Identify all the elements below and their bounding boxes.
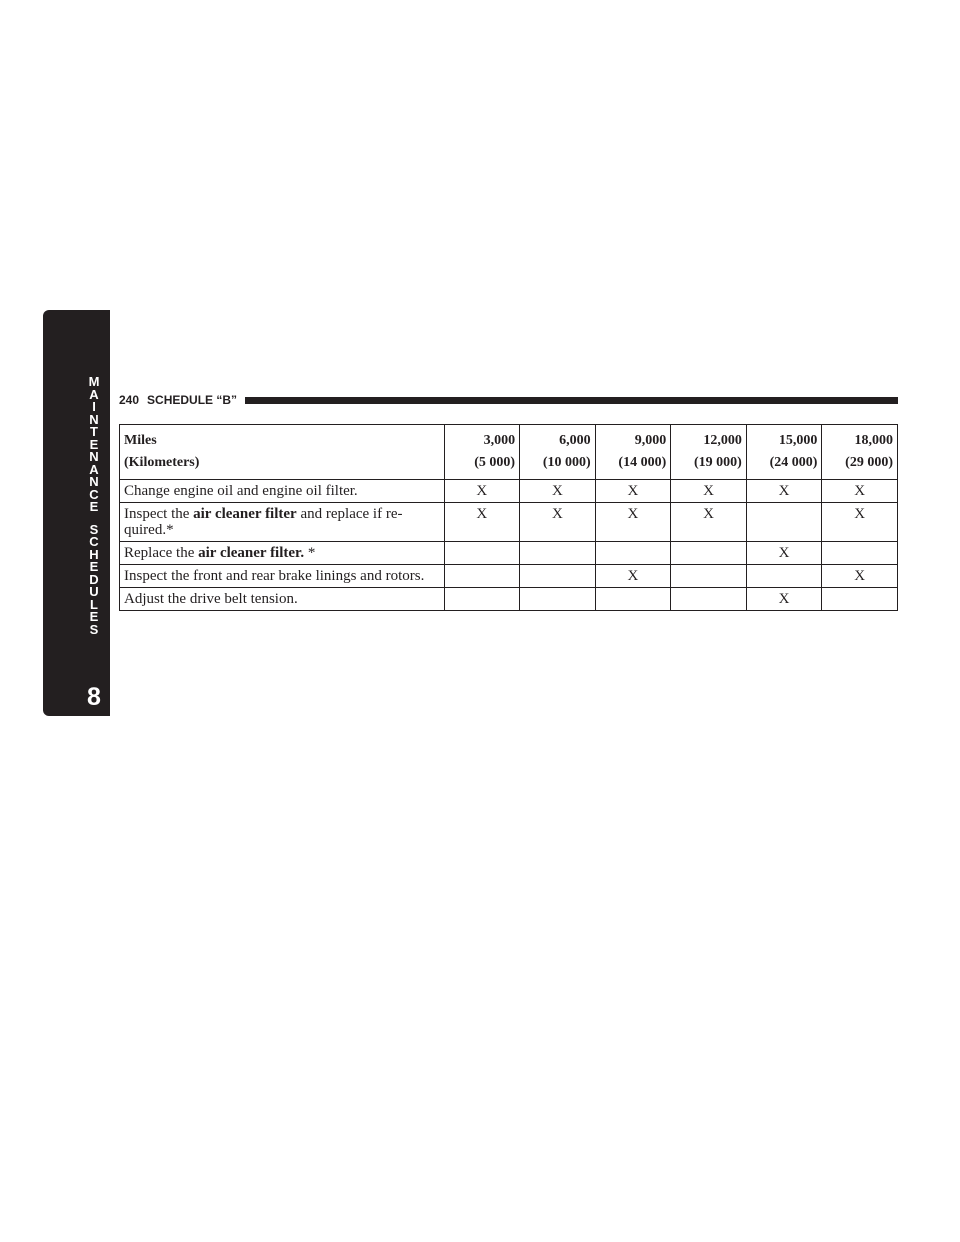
interval-mark: X	[745, 541, 823, 565]
table-row: Change engine oil and engine oil filter.…	[119, 479, 898, 503]
interval-mark: X	[745, 587, 823, 611]
interval-mark: X	[821, 479, 898, 503]
task-text-post: and replace if re-quired.*	[124, 506, 403, 538]
chapter-number: 8	[87, 683, 101, 711]
header-miles-label: Miles	[124, 433, 157, 448]
interval-mark: X	[670, 479, 747, 503]
interval-mark: X	[594, 479, 672, 503]
tab-letter: A	[89, 386, 99, 402]
section-title: SCHEDULE “B”	[147, 393, 238, 407]
interval-header: 12,000 (19 000)	[670, 424, 747, 480]
task-keyword: air cleaner filter.	[198, 545, 305, 561]
table-row: Adjust the drive belt tension. X	[119, 587, 898, 611]
table-header-row: Miles (Kilometers) 3,000 (5 000) 6,000 (…	[119, 424, 898, 480]
interval-header: 9,000 (14 000)	[594, 424, 672, 480]
task-cell: Change engine oil and engine oil filter.	[119, 479, 445, 503]
tab-letter: N	[89, 474, 99, 489]
interval-mark: X	[821, 502, 898, 542]
interval-mark: X	[519, 479, 596, 503]
task-text: Inspect the	[124, 506, 194, 522]
interval-mark	[821, 587, 898, 611]
tab-letter: L	[90, 596, 98, 612]
interval-mark	[670, 541, 747, 565]
table-row: Inspect the air cleaner filter and repla…	[119, 502, 898, 542]
tab-letter: E	[89, 436, 99, 452]
page-number: 240	[119, 393, 140, 407]
interval-mark	[745, 502, 823, 542]
tab-letter: A	[89, 461, 99, 477]
maintenance-schedule-table: Miles (Kilometers) 3,000 (5 000) 6,000 (…	[119, 424, 898, 611]
interval-miles: 6,000	[559, 433, 591, 448]
interval-miles: 12,000	[703, 433, 742, 448]
task-cell: Replace the air cleaner filter. *	[119, 541, 445, 565]
task-cell: Inspect the air cleaner filter and repla…	[119, 502, 445, 542]
tab-letter: U	[89, 584, 99, 599]
interval-mark	[821, 541, 898, 565]
interval-header: 3,000 (5 000)	[443, 424, 521, 480]
interval-mark	[519, 587, 596, 611]
tab-letter: S	[89, 621, 99, 637]
task-text: Adjust the drive belt tension.	[124, 591, 298, 607]
interval-mark	[443, 564, 521, 588]
interval-mark	[519, 564, 596, 588]
interval-mark	[594, 541, 672, 565]
interval-km: (10 000)	[542, 455, 591, 470]
task-cell: Adjust the drive belt tension.	[119, 587, 445, 611]
interval-km: (5 000)	[474, 455, 516, 470]
interval-mark: X	[821, 564, 898, 588]
interval-miles: 3,000	[483, 433, 516, 448]
interval-miles: 9,000	[634, 433, 667, 448]
interval-mark	[519, 541, 596, 565]
tab-letter: C	[89, 534, 99, 549]
tab-letter: E	[89, 499, 99, 514]
tab-letter: I	[92, 399, 96, 414]
task-text: Inspect the front and rear brake linings…	[124, 568, 425, 584]
tab-letter: N	[89, 411, 99, 427]
table-row: Replace the air cleaner filter. * X	[119, 541, 898, 565]
tab-letter: D	[89, 571, 99, 587]
tab-letter: E	[89, 559, 99, 574]
interval-header: 18,000 (29 000)	[821, 424, 898, 480]
interval-mark: X	[745, 479, 823, 503]
interval-km: (24 000)	[769, 455, 818, 470]
interval-mark	[594, 587, 672, 611]
tab-letter: T	[90, 424, 98, 439]
interval-mark: X	[594, 502, 672, 542]
tab-letter: M	[88, 374, 100, 389]
table-row: Inspect the front and rear brake linings…	[119, 564, 898, 588]
tab-letter: C	[89, 486, 99, 502]
header-rule	[245, 396, 898, 404]
interval-km: (29 000)	[845, 455, 893, 470]
interval-mark	[745, 564, 823, 588]
interval-mark: X	[443, 502, 521, 542]
interval-km: (14 000)	[618, 455, 667, 470]
tab-letter: E	[89, 609, 99, 624]
task-text: Replace the	[124, 545, 199, 561]
interval-miles: 18,000	[854, 433, 894, 448]
tab-letter: H	[89, 546, 99, 562]
header-label-cell: Miles (Kilometers)	[119, 424, 445, 480]
interval-mark: X	[519, 502, 596, 542]
interval-mark	[670, 564, 747, 588]
tab-letter: S	[89, 521, 99, 537]
interval-km: (19 000)	[693, 455, 742, 470]
header-km-label: (Kilometers)	[124, 455, 200, 470]
tab-letter: N	[89, 449, 99, 464]
interval-header: 6,000 (10 000)	[519, 424, 596, 480]
interval-mark: X	[670, 502, 747, 542]
interval-mark: X	[594, 564, 672, 588]
task-text-post: *	[304, 545, 316, 561]
page-header: 240 SCHEDULE “B”	[119, 393, 898, 407]
chapter-side-tab-label: M A I N T E N A N C E S C H E D U L E S	[43, 374, 145, 637]
interval-mark	[443, 587, 521, 611]
task-keyword: air cleaner filter	[193, 506, 297, 522]
task-cell: Inspect the front and rear brake linings…	[119, 564, 445, 588]
interval-mark: X	[443, 479, 521, 503]
task-text: Change engine oil and engine oil filter.	[124, 483, 358, 499]
interval-mark	[443, 541, 521, 565]
interval-mark	[670, 587, 747, 611]
chapter-side-tab	[43, 310, 110, 716]
interval-header: 15,000 (24 000)	[745, 424, 823, 480]
interval-miles: 15,000	[778, 433, 818, 448]
